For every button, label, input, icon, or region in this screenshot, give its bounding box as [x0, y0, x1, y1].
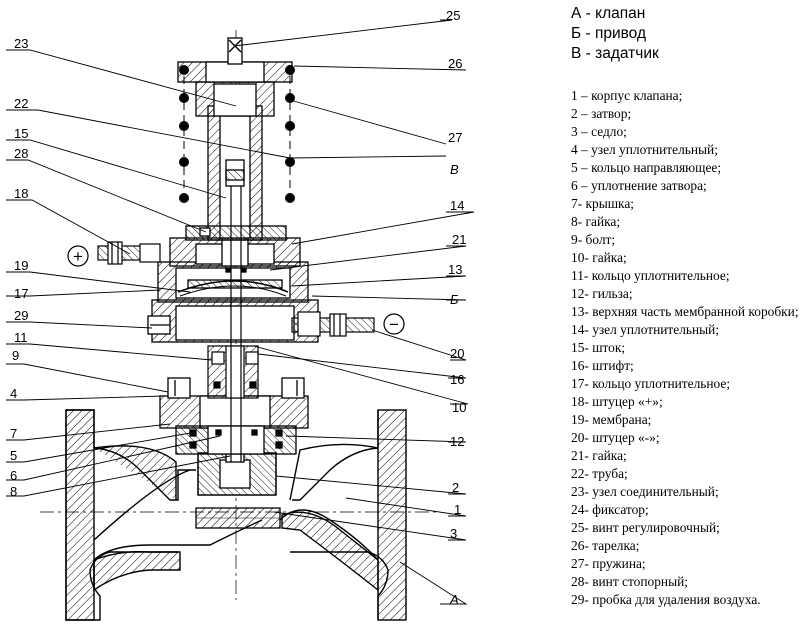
- part-item: 15- шток;: [571, 340, 626, 355]
- legend-item-actuator: Б - привод: [571, 25, 647, 42]
- fitting-minus: [291, 311, 375, 337]
- part-item: 21- гайка;: [571, 448, 627, 463]
- part-item: 3 – седло;: [571, 124, 627, 139]
- callout-29: 29: [14, 308, 28, 323]
- callout-6: 6: [10, 468, 17, 483]
- part-item: 25- винт регулировочный;: [571, 520, 720, 535]
- part-item: 24- фиксатор;: [571, 502, 649, 517]
- part-item: 16- штифт;: [571, 358, 634, 373]
- callout-21: 21: [452, 232, 466, 247]
- part-item: 14- узел уплотнительный;: [571, 322, 720, 337]
- callout-15: 15: [14, 126, 28, 141]
- fitting-plus: [97, 241, 161, 265]
- callout-letter-b: Б: [450, 292, 459, 307]
- callout-11: 11: [14, 330, 28, 345]
- part-item: 28- винт стопорный;: [571, 574, 688, 589]
- part-item: 6 – уплотнение затвора;: [571, 178, 707, 193]
- pressure-symbols: + −: [67, 245, 405, 335]
- part-item: 1 – корпус клапана;: [571, 88, 683, 103]
- part-item: 2 – затвор;: [571, 106, 632, 121]
- part-item: 26- тарелка;: [571, 538, 640, 553]
- callout-12: 12: [450, 434, 464, 449]
- plus-symbol: +: [73, 247, 83, 266]
- callout-20: 20: [450, 346, 464, 361]
- part-item: 23- узел соединительный;: [571, 484, 719, 499]
- callout-2: 2: [452, 480, 459, 495]
- legend-item-valve: А - клапан: [571, 5, 646, 22]
- callout-13: 13: [448, 262, 462, 277]
- callout-19: 19: [14, 258, 28, 273]
- part-item: 10- гайка;: [571, 250, 627, 265]
- callout-25: 25: [446, 8, 460, 23]
- part-item: 11- кольцо уплотнительное;: [571, 268, 730, 283]
- callout-3: 3: [450, 526, 457, 541]
- callout-28: 28: [14, 146, 28, 161]
- part-item: 8- гайка;: [571, 214, 621, 229]
- part-item: 29- пробка для удаления воздуха.: [571, 592, 761, 607]
- callout-5: 5: [10, 448, 17, 463]
- callout-23: 23: [14, 36, 28, 51]
- part-item: 22- труба;: [571, 466, 628, 481]
- callout-1: 1: [454, 502, 461, 517]
- callout-letter-v: В: [450, 162, 459, 177]
- callout-17: 17: [14, 286, 28, 301]
- callout-9: 9: [12, 348, 19, 363]
- valve-body: [40, 30, 440, 621]
- callout-10: 10: [452, 400, 466, 415]
- part-item: 7- крышка;: [571, 196, 634, 211]
- part-item: 20- штуцер «-»;: [571, 430, 660, 445]
- callout-letter-a: А: [449, 592, 459, 607]
- part-item: 9- болт;: [571, 232, 616, 247]
- callout-4: 4: [10, 386, 17, 401]
- callout-7: 7: [10, 426, 17, 441]
- valve-stem: [230, 186, 242, 462]
- setter-assembly: [177, 37, 295, 241]
- part-item: 5 – кольцо направляющее;: [571, 160, 722, 175]
- legend-item-setter: В - задатчик: [571, 45, 659, 62]
- part-item: 18- штуцер «+»;: [571, 394, 663, 409]
- callout-8: 8: [10, 484, 17, 499]
- part-item: 17- кольцо уплотнительное;: [571, 376, 731, 391]
- callout-labels: 25 23 26 22 15 27 28 В 18 14 21 19 13 17…: [10, 8, 466, 607]
- callout-16: 16: [450, 372, 464, 387]
- parts-list: 1 – корпус клапана; 2 – затвор; 3 – седл…: [571, 87, 807, 609]
- stem-seal-housing: [207, 345, 259, 399]
- part-item: 19- мембрана;: [571, 412, 652, 427]
- part-item: 12- гильза;: [571, 286, 633, 301]
- callout-27: 27: [448, 130, 462, 145]
- actuator-membrane-box: [147, 237, 319, 343]
- leader-lines: [6, 19, 475, 605]
- minus-symbol: −: [389, 315, 399, 334]
- callout-14: 14: [450, 198, 464, 213]
- callout-26: 26: [448, 56, 462, 71]
- callout-18: 18: [14, 186, 28, 201]
- part-item: 27- пружина;: [571, 556, 646, 571]
- part-item: 13- верхняя часть мембранной коробки;: [571, 304, 799, 319]
- callout-22: 22: [14, 96, 28, 111]
- part-item: 4 – узел уплотнительный;: [571, 142, 718, 157]
- legend-assemblies: А - клапан Б - привод В - задатчик: [571, 4, 801, 64]
